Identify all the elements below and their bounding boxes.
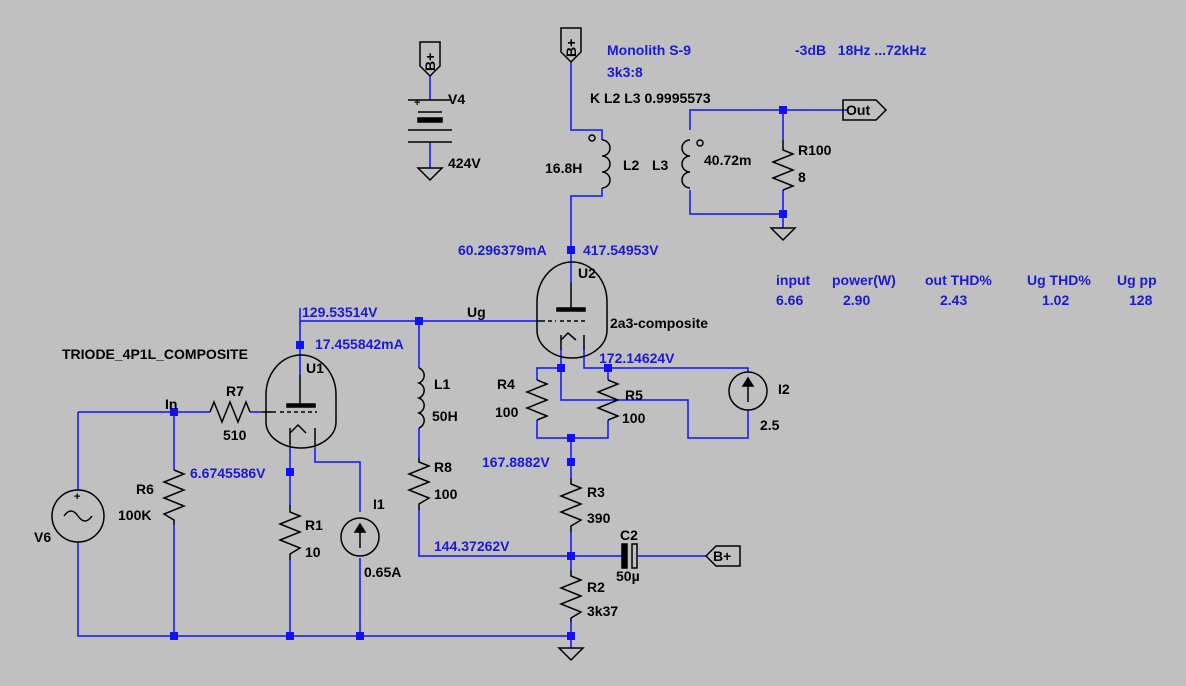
- bplus-label: B+: [563, 39, 579, 57]
- inductor-icon[interactable]: [681, 139, 704, 189]
- svg-text:+: +: [414, 97, 420, 109]
- v4-name: V4: [448, 91, 465, 107]
- resistor-icon[interactable]: [558, 478, 584, 532]
- inductor-icon[interactable]: [588, 134, 611, 189]
- table-cell: 128: [1129, 292, 1153, 308]
- results-table: input power(W) out THD% Ug THD% Ug pp 6.…: [776, 272, 1157, 308]
- table-header: input: [776, 272, 811, 288]
- r7-value: 510: [223, 427, 247, 443]
- r7-name: R7: [226, 383, 244, 399]
- r8-name: R8: [434, 459, 452, 475]
- r5-value: 100: [622, 410, 646, 426]
- probe-ug-voltage: 129.53514V: [302, 304, 378, 320]
- junctions: [170, 106, 787, 640]
- resistor-icon[interactable]: [524, 379, 550, 421]
- resistor-icon[interactable]: [406, 458, 432, 510]
- r100-value: 8: [798, 169, 806, 185]
- ug-label: Ug: [467, 304, 486, 320]
- table-cell: 2.90: [843, 292, 870, 308]
- u1-value: TRIODE_4P1L_COMPOSITE: [62, 346, 248, 362]
- r100-name: R100: [798, 142, 832, 158]
- out-flag[interactable]: Out: [842, 99, 888, 121]
- i2-value: 2.5: [760, 417, 780, 433]
- probe-u1-cathode: 6.6745586V: [190, 465, 266, 481]
- resistor-icon[interactable]: [558, 570, 584, 622]
- v4-value: 424V: [448, 155, 481, 171]
- c2-value: 50µ: [616, 568, 640, 584]
- inductor-icon[interactable]: [416, 367, 425, 429]
- probe-u1-current: 17.455842mA: [315, 336, 404, 352]
- table-cell: 2.43: [940, 292, 967, 308]
- resistor-icon[interactable]: [770, 140, 796, 191]
- resistor-icon[interactable]: [277, 505, 303, 560]
- bplus-flag-v4[interactable]: B+: [419, 41, 441, 78]
- u1-name: U1: [306, 360, 324, 376]
- r5-name: R5: [625, 387, 643, 403]
- table-cell: 1.02: [1042, 292, 1069, 308]
- v6-name: V6: [34, 529, 51, 545]
- i2-name: I2: [778, 381, 790, 397]
- r2-value: 3k37: [587, 603, 618, 619]
- probe-r3-top: 167.8882V: [482, 454, 550, 470]
- coupling-note: K L2 L3 0.9995573: [590, 90, 711, 106]
- table-header: out THD%: [925, 272, 992, 288]
- table-header: power(W): [832, 272, 896, 288]
- r3-value: 390: [587, 510, 611, 526]
- r3-name: R3: [587, 484, 605, 500]
- bplus-label: B+: [422, 53, 438, 71]
- ground-icon: [557, 647, 585, 662]
- in-label: In: [165, 396, 177, 412]
- u2-value: 2a3-composite: [610, 315, 708, 331]
- table-header: Ug THD%: [1027, 272, 1091, 288]
- triode-icon[interactable]: [262, 354, 337, 449]
- l3-value: 40.72m: [704, 152, 751, 168]
- r1-name: R1: [305, 517, 323, 533]
- l2-value: 16.8H: [545, 160, 582, 176]
- probe-u2-anode: 417.54953V: [583, 242, 659, 258]
- r2-name: R2: [587, 579, 605, 595]
- ground-icon: [416, 167, 444, 182]
- voltage-source-icon[interactable]: +: [51, 489, 105, 543]
- r1-value: 10: [305, 544, 321, 560]
- probe-r8-bottom: 144.37262V: [434, 538, 510, 554]
- i1-name: I1: [373, 496, 385, 512]
- r4-name: R4: [497, 376, 515, 392]
- battery-icon[interactable]: +: [408, 97, 452, 143]
- table-header: Ug pp: [1117, 272, 1157, 288]
- r8-value: 100: [434, 486, 458, 502]
- probe-u2-current: 60.296379mA: [458, 242, 547, 258]
- out-label: Out: [846, 102, 870, 118]
- bplus-flag-c2[interactable]: B+: [704, 545, 741, 567]
- svg-text:+: +: [74, 491, 80, 503]
- resistor-icon[interactable]: [161, 469, 187, 525]
- i1-value: 0.65A: [364, 564, 401, 580]
- current-source-icon[interactable]: [728, 371, 768, 411]
- table-cell: 6.66: [776, 292, 803, 308]
- resistor-icon[interactable]: [209, 399, 251, 425]
- model-note: Monolith S-9: [607, 42, 691, 58]
- c2-name: C2: [620, 527, 638, 543]
- l2-name: L2: [623, 157, 640, 173]
- probe-u2-cathode: 172.14624V: [599, 350, 675, 366]
- l1-name: L1: [434, 376, 451, 392]
- ratio-note: 3k3:8: [607, 64, 643, 80]
- l1-value: 50H: [432, 408, 458, 424]
- l3-name: L3: [652, 157, 669, 173]
- r4-value: 100: [495, 404, 519, 420]
- r6-value: 100K: [118, 507, 151, 523]
- u2-name: U2: [578, 265, 596, 281]
- current-source-icon[interactable]: [340, 517, 380, 557]
- bplus-label: B+: [713, 548, 731, 564]
- bplus-flag-l2[interactable]: B+: [560, 27, 582, 64]
- triode-icon[interactable]: [536, 261, 608, 359]
- r6-name: R6: [136, 481, 154, 497]
- capacitor-icon[interactable]: [621, 543, 638, 569]
- bandwidth-note: -3dB 18Hz ...72kHz: [795, 42, 927, 58]
- resistor-icon[interactable]: [595, 379, 621, 421]
- ground-icon: [769, 227, 797, 242]
